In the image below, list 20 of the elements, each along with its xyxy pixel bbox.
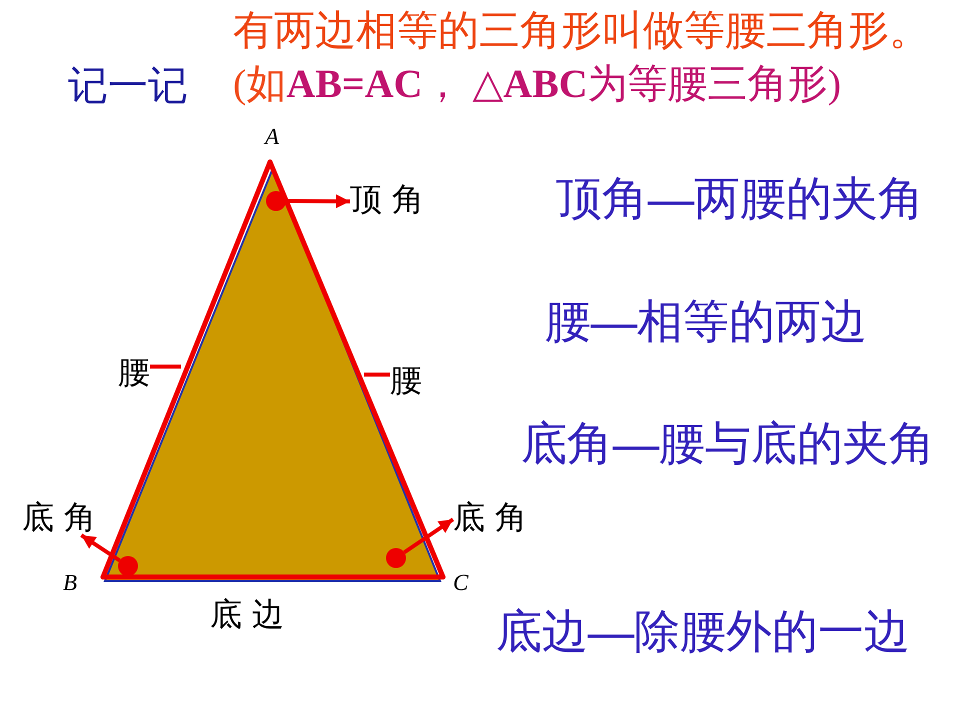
leg-label: 腰: [390, 363, 422, 398]
definition-text: 顶角—两腰的夹角: [556, 174, 924, 225]
angle-label: 底 角: [453, 500, 528, 536]
vertex-label: A: [265, 124, 280, 150]
leader-line: [364, 372, 390, 377]
angle-label: 底 角: [22, 500, 96, 536]
leader-line: [150, 364, 181, 369]
angle-label: 顶 角: [350, 182, 424, 218]
arrow: [80, 534, 121, 562]
section-label: 记一记: [68, 64, 188, 108]
arrow: [286, 194, 350, 208]
example-note: (如AB=AC， △ABC为等腰三角形): [233, 62, 842, 106]
definition-text: 腰—相等的两边: [545, 297, 867, 348]
base-label: 底 边: [210, 597, 284, 632]
vertex-label: B: [63, 570, 78, 596]
vertex-label: C: [453, 570, 468, 596]
leg-label: 腰: [118, 355, 150, 390]
definition-text: 底角—腰与底的夹角: [521, 419, 935, 470]
definition-text: 底边—除腰外的一边: [496, 607, 910, 658]
title: 有两边相等的三角形叫做等腰三角形。: [233, 8, 930, 54]
